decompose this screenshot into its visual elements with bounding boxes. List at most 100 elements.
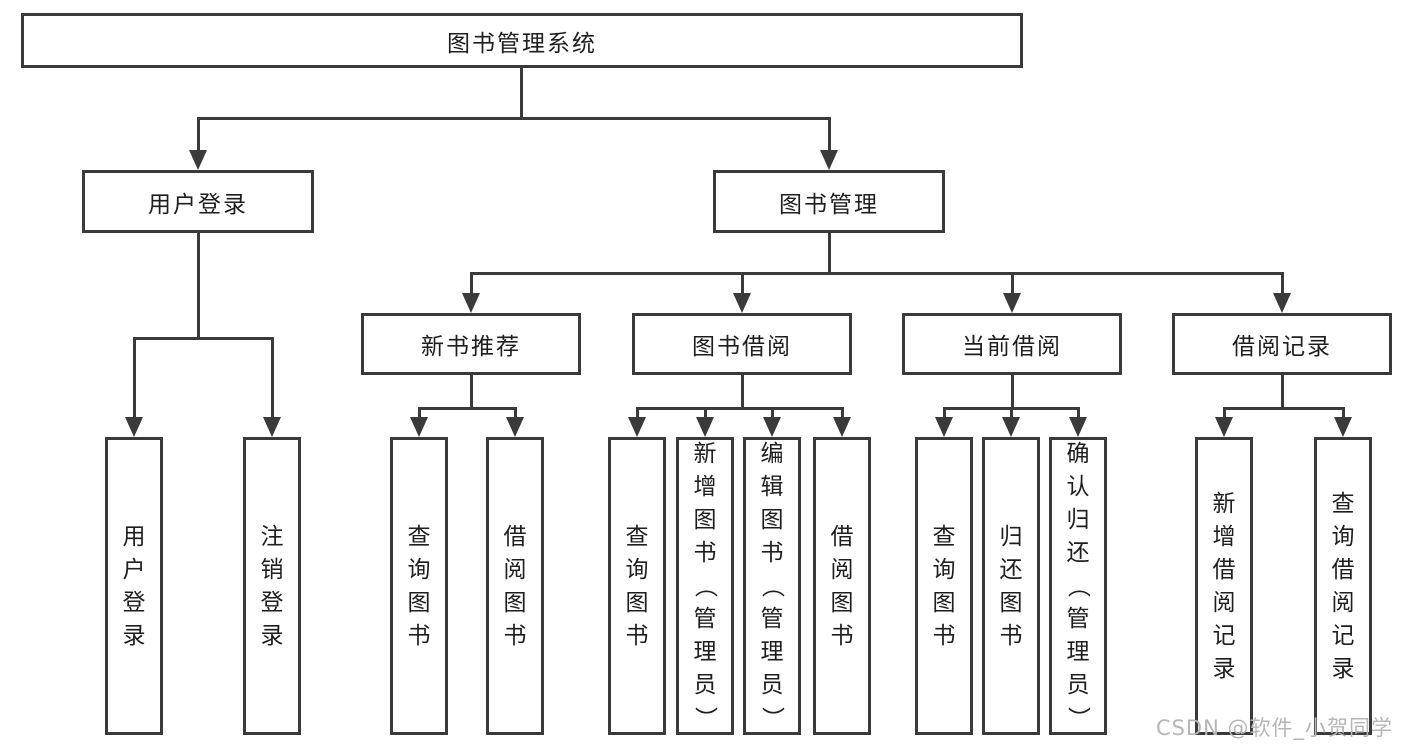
vertical-label-char: 员 [1066,672,1090,698]
node-edit-books-admin: 编辑图书（管理员） [743,437,801,735]
vertical-label-char: 增 [1212,523,1236,550]
connector-stem [827,233,831,275]
connector-stem [520,68,523,120]
vertical-label-char: 询 [1331,523,1355,550]
vertical-label-char: 书 [693,540,717,566]
vertical-label-char: 录 [122,622,146,649]
vertical-label-char: 登 [260,589,284,616]
arrow-down-icon [462,293,480,313]
node-confirm-return-admin: 确认归还（管理员） [1049,437,1107,735]
connector-stem [1280,375,1284,410]
node-current-borrowing-label: 当前借阅 [962,334,1062,360]
vertical-label-char: 图 [830,589,854,616]
vertical-label-char: 阅 [830,556,854,583]
node-query-books-borrowing: 查询图书 [608,437,666,735]
node-query-books-recommend: 查询图书 [390,437,448,735]
vertical-label-char: 确 [1066,441,1090,467]
node-new-book-recommendation-label: 新书推荐 [421,334,521,360]
arrow-down-icon [189,150,207,170]
vertical-label-char: （ [692,574,718,598]
vertical-label-char: 询 [407,556,431,583]
vertical-label-char: 辑 [760,474,784,500]
vertical-label-char: 新 [693,441,717,467]
vertical-label-char: 图 [407,589,431,616]
arrow-down-icon [696,417,714,437]
arrow-down-icon [1215,417,1233,437]
vertical-label-char: 管 [1066,606,1090,632]
vertical-label-char: 销 [260,556,284,583]
node-current-borrowing: 当前借阅 [902,313,1122,375]
vertical-label-char: 询 [625,556,649,583]
vertical-label-char: 借 [503,523,527,550]
connector-drop [942,407,946,419]
connector-drop [1222,407,1226,419]
vertical-label-char: 注 [260,523,284,550]
connector-drop [770,407,774,419]
vertical-label-char: 图 [760,507,784,533]
node-new-book-recommendation: 新书推荐 [361,313,581,375]
connector-drop [1341,407,1345,419]
connector-drop [635,407,639,419]
vertical-label-char: ） [759,706,785,730]
arrow-down-icon [628,417,646,437]
arrow-down-icon [1003,293,1021,313]
vertical-label-char: 书 [625,622,649,649]
node-book-borrowing: 图书借阅 [632,313,852,375]
node-return-books: 归还图书 [982,437,1040,735]
vertical-label-char: 询 [932,556,956,583]
node-add-borrow-record: 新增借阅记录 [1195,437,1253,735]
vertical-label-char: 还 [999,556,1023,583]
vertical-label-char: 管 [760,606,784,632]
vertical-label-char: 新 [1212,490,1236,517]
arrow-down-icon [763,417,781,437]
connector-drop [840,407,844,419]
vertical-label-char: 图 [999,589,1023,616]
vertical-label-char: （ [759,574,785,598]
arrow-down-icon [410,417,428,437]
vertical-label-char: 登 [122,589,146,616]
vertical-label-char: 书 [503,622,527,649]
vertical-label-char: 查 [1331,490,1355,517]
connector-bar [417,407,517,410]
connector-drop [469,272,473,295]
node-library-system: 图书管理系统 [21,13,1023,68]
vertical-label-char: 录 [260,622,284,649]
connector-drop [270,337,274,419]
vertical-label-char: 户 [122,556,146,583]
vertical-label-char: 管 [693,606,717,632]
vertical-label-char: ） [692,706,718,730]
vertical-label-char: 借 [830,523,854,550]
node-user-login-leaf: 用户登录 [105,437,163,735]
vertical-label-char: 书 [932,622,956,649]
connector-bar [635,407,844,410]
arrow-down-icon [820,150,838,170]
arrow-down-icon [1273,293,1291,313]
vertical-label-char: 编 [760,441,784,467]
connector-drop [1076,407,1080,419]
arrow-down-icon [935,417,953,437]
watermark: CSDN @软件_小贺同学 [1155,716,1393,740]
node-book-borrowing-label: 图书借阅 [692,334,792,360]
vertical-label-char: 书 [830,622,854,649]
vertical-label-char: 图 [625,589,649,616]
node-library-system-label: 图书管理系统 [447,30,597,57]
vertical-label-char: 图 [932,589,956,616]
vertical-label-char: ） [1065,706,1091,730]
connector-drop [1009,407,1013,419]
node-user-login: 用户登录 [82,170,314,233]
vertical-label-char: 阅 [503,556,527,583]
vertical-label-char: 理 [1066,639,1090,665]
vertical-label-char: 还 [1066,540,1090,566]
vertical-label-char: 理 [693,639,717,665]
connector-drop [703,407,707,419]
vertical-label-char: 员 [760,672,784,698]
vertical-label-char: 借 [1212,556,1236,583]
vertical-label-char: 记 [1212,622,1236,649]
connector-drop [1010,272,1014,295]
arrow-down-icon [733,293,751,313]
node-query-books-current: 查询图书 [915,437,973,735]
connector-stem [740,375,744,410]
connector-drop [196,117,200,152]
connector-drop [1280,272,1284,295]
